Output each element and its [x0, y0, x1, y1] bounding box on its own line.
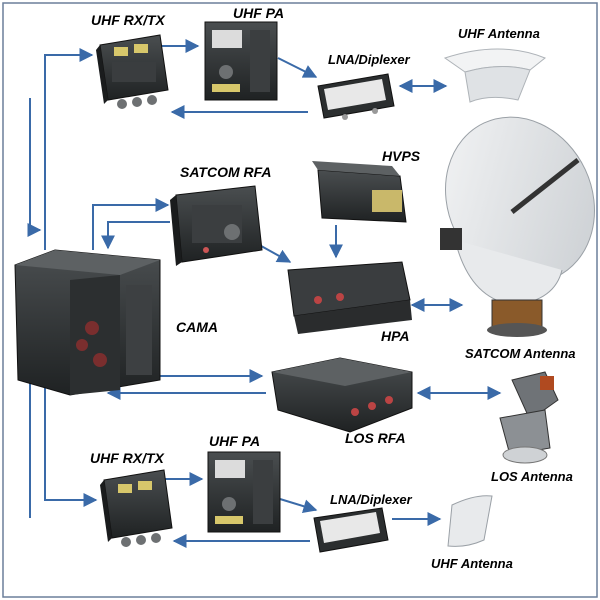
connectors [27, 39, 502, 548]
arrow-cama-to-satcom-rfa [92, 198, 170, 250]
uhf-antenna-bottom-shape [447, 495, 493, 547]
los-antenna-shape [499, 371, 559, 464]
label-uhf-pa-top: UHF PA [233, 5, 285, 21]
uhf-pa-top-unit [204, 21, 278, 101]
label-uhf-pa-bottom: UHF PA [209, 433, 261, 449]
label-los-antenna: LOS Antenna [491, 469, 573, 484]
arrow-bus-to-cama-top [27, 98, 42, 237]
label-satcom-rfa: SATCOM RFA [180, 164, 272, 180]
label-hvps: HVPS [382, 148, 421, 164]
los-rfa-unit [271, 357, 413, 433]
arrow-pa-to-lna-top [277, 57, 318, 78]
label-cama: CAMA [176, 319, 218, 335]
arrow-satcom-rfa-to-cama [101, 221, 170, 250]
arrow-pa-to-lna-bottom [279, 498, 318, 514]
label-satcom-antenna: SATCOM Antenna [465, 346, 576, 361]
label-uhf-rxtx-top: UHF RX/TX [91, 12, 165, 28]
uhf-rxtx-top-unit [96, 34, 169, 109]
lna-diplexer-bottom-unit [313, 507, 389, 553]
label-hpa: HPA [381, 328, 410, 344]
label-lna-diplexer-bottom: LNA/Diplexer [330, 492, 412, 507]
uhf-pa-bottom-unit [207, 451, 281, 533]
arrow-bus-to-cama-bottom [27, 365, 42, 518]
arrow-cama-to-uhf-rxtx-top [44, 48, 94, 250]
label-uhf-antenna-bottom: UHF Antenna [431, 556, 513, 571]
label-los-rfa: LOS RFA [345, 430, 406, 446]
hvps-unit [312, 161, 407, 223]
uhf-rxtx-bottom-unit [100, 469, 173, 547]
cama-unit [14, 249, 161, 396]
uhf-antenna-top-shape [443, 48, 546, 103]
arrow-cama-to-uhf-rxtx-bottom [44, 378, 98, 507]
satcom-rfa-unit [170, 185, 263, 266]
lna-diplexer-top-unit [317, 73, 395, 120]
satcom-antenna-shape [440, 116, 595, 337]
hpa-unit [287, 261, 412, 334]
label-uhf-antenna-top: UHF Antenna [458, 26, 540, 41]
label-uhf-rxtx-bottom: UHF RX/TX [90, 450, 164, 466]
label-lna-diplexer-top: LNA/Diplexer [328, 52, 410, 67]
